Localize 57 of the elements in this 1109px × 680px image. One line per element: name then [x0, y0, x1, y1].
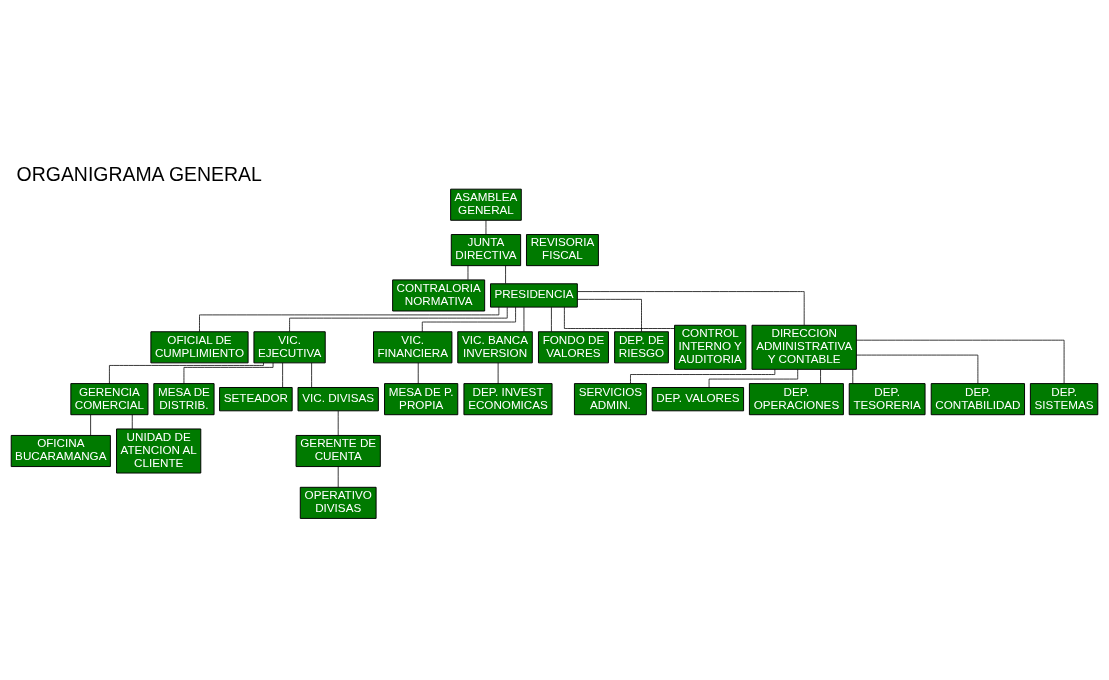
connector [311, 361, 312, 388]
node-box: DEP. CONTABILIDAD [930, 382, 1026, 415]
node-box: SERVICIOS ADMIN. [573, 382, 647, 415]
connector [564, 306, 675, 329]
node-box: MESA DE DISTRIB. [153, 382, 215, 415]
node-box: GERENCIA COMERCIAL [70, 382, 149, 415]
node-box: GERENTE DE CUENTA [295, 434, 381, 467]
connector [282, 361, 283, 388]
node-box: SETEADOR [219, 386, 293, 411]
connector [856, 354, 979, 384]
node-box: CONTROL INTERNO Y AUDITORIA [674, 324, 747, 370]
node-box: MESA DE P. PROPIA [384, 382, 459, 415]
connector [131, 413, 133, 429]
node-box: JUNTA DIRECTIVA [450, 233, 522, 266]
diagram-title: ORGANIGRAMA GENERAL [16, 162, 262, 185]
node-box: OFICINA BUCARAMANGA [10, 434, 111, 467]
node-box: VIC. BANCA INVERSION [457, 330, 533, 363]
node-box: REVISORIA FISCAL [526, 233, 599, 266]
connector [505, 264, 506, 284]
connector [467, 264, 469, 280]
node-box: VIC. FINANCIERA [373, 330, 453, 363]
connector [852, 368, 854, 384]
node-box: DEP. DE RIESGO [614, 330, 669, 363]
node-box: DIRECCION ADMINISTRATIVA Y CONTABLE [751, 324, 857, 370]
connector [577, 298, 642, 332]
node-box: OFICIAL DE CUMPLIMIENTO [150, 330, 249, 363]
connector [630, 368, 776, 384]
node-box: DEP. VALORES [651, 386, 745, 411]
node-box: OPERATIVO DIVISAS [299, 486, 377, 519]
connector [199, 306, 500, 332]
connector [856, 339, 1065, 384]
node-box: ASAMBLEA GENERAL [450, 188, 522, 221]
node-box: DEP. TESORERIA [848, 382, 926, 415]
node-box: PRESIDENCIA [490, 282, 578, 308]
connector [183, 362, 274, 384]
connector [708, 368, 799, 388]
connector [577, 290, 805, 325]
node-box: DEP. INVEST ECONOMICAS [463, 382, 553, 415]
connector [90, 413, 91, 436]
node-box: VIC. EJECUTIVA [253, 330, 326, 363]
connector [551, 306, 552, 332]
connector [421, 306, 516, 332]
connector [289, 306, 508, 332]
connector [337, 410, 339, 436]
connector [485, 219, 487, 235]
connector [820, 368, 821, 384]
connector [337, 465, 339, 487]
connector [109, 362, 264, 384]
node-box: DEP. OPERACIONES [748, 382, 844, 415]
node-box: VIC. DIVISAS [297, 386, 379, 411]
node-box: DEP. SISTEMAS [1029, 382, 1099, 415]
node-box: FONDO DE VALORES [537, 330, 609, 363]
connector [523, 306, 525, 332]
node-box: UNIDAD DE ATENCION AL CLIENTE [116, 428, 202, 474]
connector [497, 361, 499, 384]
connector [417, 361, 419, 384]
node-box: CONTRALORIA NORMATIVA [392, 278, 486, 311]
